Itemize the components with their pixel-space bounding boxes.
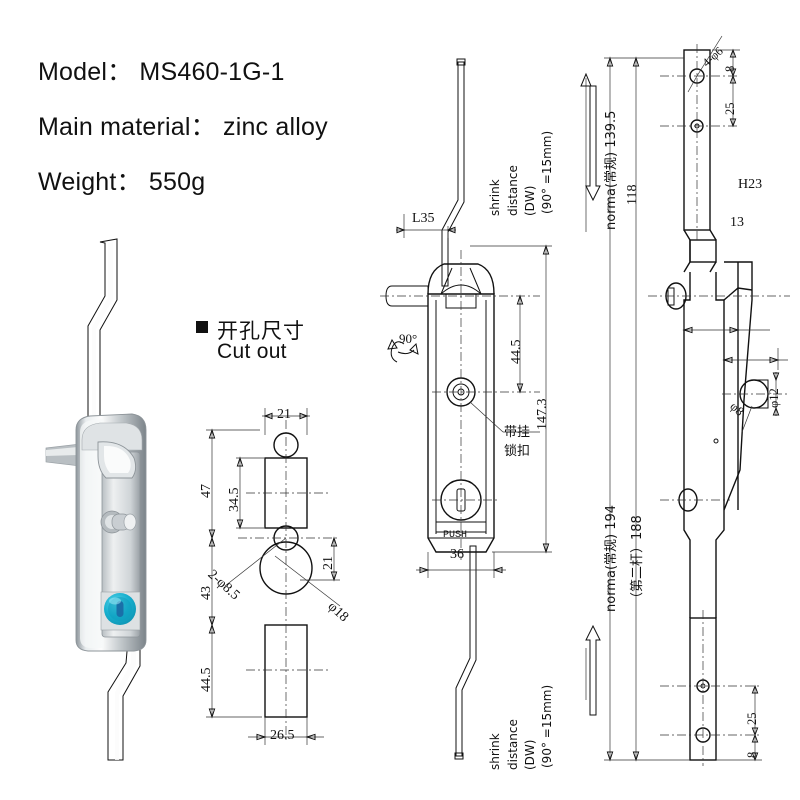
key-cylinder bbox=[100, 510, 137, 534]
spec-model: Model： MS460-1G-1 bbox=[38, 58, 285, 86]
hasp-note-line1: 带挂 bbox=[504, 425, 531, 440]
spec-weight: Weight： 550g bbox=[38, 168, 206, 196]
front-dim-l35: L35 bbox=[412, 211, 435, 226]
side-dim-118: 118 bbox=[625, 184, 640, 205]
side-dim-phi12: φ12 bbox=[767, 388, 781, 408]
side-norma-bottom: norma(常规) 194 bbox=[604, 504, 619, 612]
square-bullet-icon bbox=[196, 320, 208, 333]
front-rotation-note: 90° bbox=[399, 331, 418, 346]
front-dim-36: 36 bbox=[450, 547, 464, 562]
side-dim-25-top: 25 bbox=[723, 102, 737, 116]
hasp-note-line2: 锁扣 bbox=[504, 444, 531, 459]
push-button[interactable] bbox=[100, 591, 141, 631]
cutout-dim-26-5: 26.5 bbox=[270, 728, 295, 743]
cutout-title-en: Cut out bbox=[217, 340, 287, 363]
side-norma-top: norma(常规) 139.5 bbox=[604, 110, 619, 230]
side-second-rod: （第二杆）188 bbox=[630, 515, 645, 605]
push-label: PUSH bbox=[443, 530, 468, 541]
side-dim-25-bottom: 25 bbox=[745, 712, 759, 726]
side-dim-13: 13 bbox=[730, 215, 744, 230]
spec-main-material: Main material： zinc alloy bbox=[38, 113, 328, 141]
cutout-title: 开孔尺寸 Cut out bbox=[196, 318, 304, 364]
side-dim-8-bottom: 8 bbox=[745, 751, 759, 758]
cutout-title-cn: 开孔尺寸 bbox=[217, 319, 305, 343]
side-dim-h23: H23 bbox=[738, 177, 763, 192]
cutout-dim-21-top: 21 bbox=[277, 407, 291, 422]
side-dim-8-top: 8 bbox=[723, 65, 737, 72]
